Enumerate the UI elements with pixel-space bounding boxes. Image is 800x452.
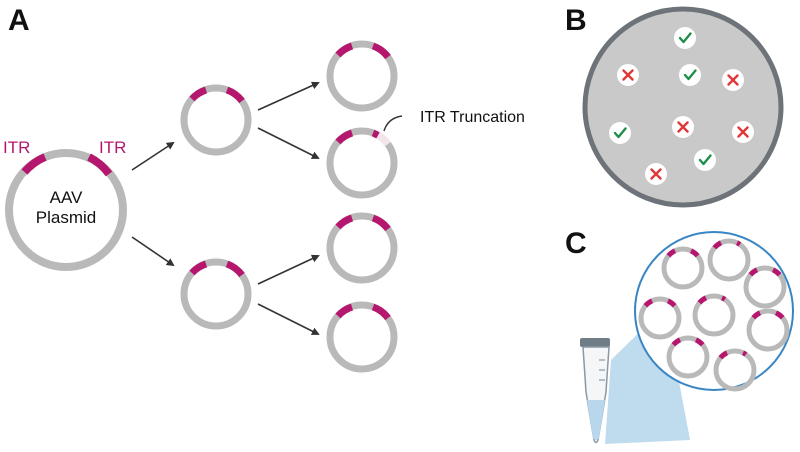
plasmid-gen1-top: [180, 84, 252, 156]
plasmid-gen2-4: [326, 301, 398, 373]
truncation-label: ITR Truncation: [420, 109, 525, 126]
arrow-gen1-top: [131, 141, 175, 171]
cross-icon: [622, 69, 634, 81]
arrow-gen2-4: [257, 303, 320, 335]
cross-icon: [677, 121, 689, 133]
check-icon: [698, 154, 712, 166]
plasmid-gen2-2-truncated: [326, 127, 398, 199]
plasmid-ring: [5, 149, 127, 271]
check-icon: [678, 32, 692, 44]
aav-plasmid: AAV Plasmid: [5, 149, 127, 271]
plate-dish: [582, 6, 784, 208]
zoom-plasmid: [743, 265, 787, 309]
plasmid-gen1-bottom: [180, 258, 252, 330]
arrow-gen1-bottom: [131, 236, 175, 267]
arrow-gen2-1: [257, 81, 320, 111]
colony: [732, 121, 754, 143]
colony: [679, 64, 701, 86]
cross-icon: [727, 74, 739, 86]
zoom-plasmid: [692, 293, 736, 337]
plasmid-label-line2: Plasmid: [36, 208, 96, 227]
zoom-plasmid: [746, 308, 790, 352]
plasmid-gen2-1: [326, 40, 398, 112]
panel-a-letter: A: [8, 4, 30, 37]
cross-icon: [650, 168, 662, 180]
colony: [645, 163, 667, 185]
cross-icon: [737, 126, 749, 138]
zoom-plasmid: [713, 348, 757, 392]
zoom-plasmid-group: [638, 238, 790, 392]
itr-segment-left: [21, 153, 47, 175]
itr-label-left: ITR: [3, 138, 30, 157]
colony-group: [609, 27, 754, 185]
panel-b-letter: B: [565, 4, 587, 37]
arrow-gen2-3: [257, 254, 320, 285]
tube-icon: [580, 338, 610, 444]
zoom-plasmid: [661, 246, 705, 290]
plasmid-gen2-3: [326, 212, 398, 284]
truncation-callout-line: [383, 115, 403, 132]
check-icon: [683, 69, 697, 81]
colony: [694, 149, 716, 171]
itr-segment-right: [87, 153, 113, 177]
zoom-plasmid: [638, 296, 682, 340]
culture-plate: [582, 6, 784, 208]
zoom-plasmid: [707, 238, 751, 282]
itr-label-right: ITR: [99, 138, 126, 157]
colony: [674, 27, 696, 49]
zoom-plasmid: [666, 335, 710, 379]
colony: [617, 64, 639, 86]
arrow-gen2-2: [257, 127, 320, 159]
check-icon: [613, 127, 627, 139]
colony: [722, 69, 744, 91]
colony: [672, 116, 694, 138]
plasmid-label-line1: AAV: [50, 188, 83, 207]
panel-c-letter: C: [565, 227, 587, 260]
colony: [609, 122, 631, 144]
